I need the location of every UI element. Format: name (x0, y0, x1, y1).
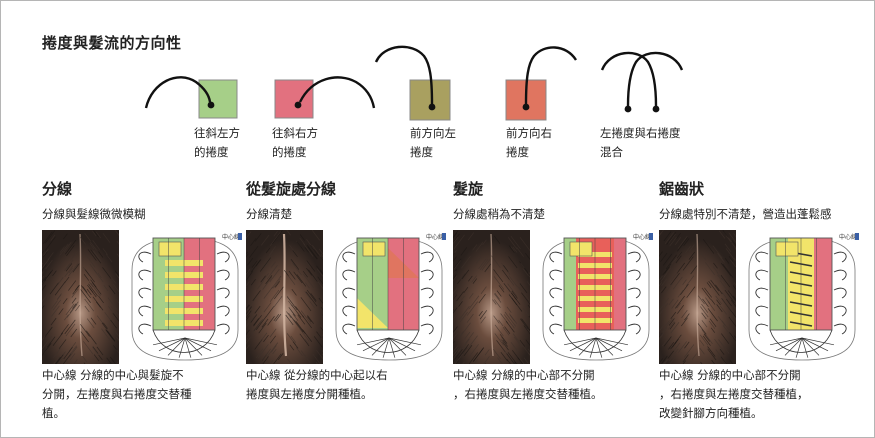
panel-subtitle: 分線處稍為不清楚 (453, 207, 545, 221)
legend-mixed-icon (600, 51, 684, 113)
planting-diagram: 中心線 (128, 230, 243, 364)
panel-title: 髮旋 (453, 180, 484, 198)
panel-crown: 髮旋 分線處稍為不清楚 中心線 中心線 分線的中心部不分開，右捲度與左捲度交替種… (453, 178, 653, 401)
legend-label-diagonal-right: 往斜右方的捲度 (272, 126, 318, 159)
panel-part: 分線 分線與髮線微微模糊 中心線 中心線 分線的中心與髮旋不分開，左捲度與右捲度… (42, 178, 242, 420)
center-line-tag: 中心線 (222, 233, 240, 241)
panel-caption: 中心線 從分線的中心起以右捲度與左捲度分開種植。 (246, 368, 388, 401)
panel-subtitle: 分線清楚 (246, 207, 292, 221)
legend-label-front-right: 前方向右捲度 (506, 126, 552, 159)
panel-title: 分線 (42, 180, 73, 198)
legend-front-left-icon (374, 45, 451, 121)
panel-crown-part: 從髮旋處分線 分線清楚 中心線 中心線 從分線的中心起以右捲度與左捲度分開種植。 (246, 178, 446, 401)
legend-front-right-icon (505, 46, 578, 121)
panel-title: 鋸齒狀 (659, 180, 705, 198)
center-line-tag: 中心線 (426, 233, 444, 241)
panel-caption: 中心線 分線的中心部不分開，右捲度與左捲度交替種植，改變針腳方向種植。 (659, 368, 809, 420)
legend-label-front-left: 前方向左捲度 (410, 126, 456, 159)
panel-caption: 中心線 分線的中心部不分開，右捲度與左捲度交替種植。 (453, 368, 603, 401)
center-line-tag: 中心線 (633, 233, 651, 241)
panel-subtitle: 分線處特別不清楚，營造出蓬鬆感 (659, 207, 832, 221)
legend-icons (144, 45, 684, 121)
center-line-tag: 中心線 (839, 233, 857, 241)
figure-title: 捲度與髮流的方向性 (42, 34, 182, 52)
scalp-photo (453, 230, 530, 364)
panel-title: 從髮旋處分線 (246, 180, 337, 198)
legend-label-mixed: 左捲度與右捲度混合 (600, 126, 681, 159)
scalp-photo (659, 230, 736, 364)
panel-subtitle: 分線與髮線微微模糊 (42, 207, 146, 221)
scalp-photo (42, 230, 119, 364)
planting-diagram: 中心線 (539, 230, 654, 364)
legend-diagonal-right-icon (274, 76, 376, 119)
panel-caption: 中心線 分線的中心與髮旋不分開，左捲度與右捲度交替種植。 (42, 368, 192, 420)
planting-diagram: 中心線 (745, 230, 860, 364)
planting-diagram: 中心線 (332, 230, 447, 364)
legend-diagonal-left-icon (144, 76, 238, 119)
legend-label-diagonal-left: 往斜左方的捲度 (194, 126, 240, 159)
scalp-photo (246, 230, 323, 364)
panel-zigzag: 鋸齒狀 分線處特別不清楚，營造出蓬鬆感 中心線 中心線 分線的中心部不分開，右捲… (659, 178, 859, 420)
